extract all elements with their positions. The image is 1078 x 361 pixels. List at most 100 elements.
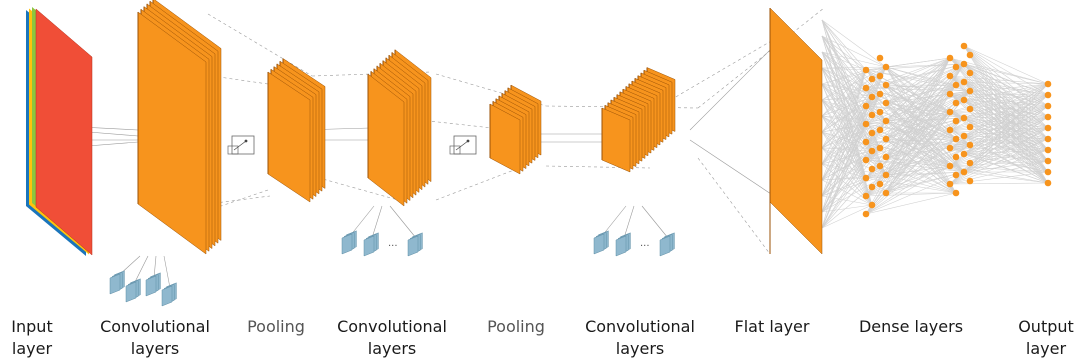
dense-output-line xyxy=(949,127,1049,149)
dense-dense-line xyxy=(885,66,951,113)
dense-output-line xyxy=(949,83,1049,113)
flat-dense-line xyxy=(821,147,867,179)
output-neuron xyxy=(1044,135,1052,143)
dense-output-line xyxy=(949,147,1049,162)
dense-dense-line xyxy=(885,84,965,173)
kernel-ellipsis: ... xyxy=(640,238,650,249)
pool2-conv3-line xyxy=(545,165,651,169)
dense-dense-line xyxy=(865,177,957,194)
flat-dense-line xyxy=(821,67,887,122)
dense-output-line xyxy=(949,149,1049,167)
dense-output-line xyxy=(949,75,1049,129)
dense-dense-line xyxy=(865,57,951,215)
dense-neuron xyxy=(876,108,884,116)
flat-dense-line xyxy=(821,83,887,176)
dense-output-line xyxy=(949,75,1049,184)
dense-output-line xyxy=(963,116,1049,155)
kernel-link-line xyxy=(133,255,149,285)
pool-block-1 xyxy=(267,58,326,203)
dense-dense-line xyxy=(865,87,957,194)
dense-neuron xyxy=(960,168,968,176)
flat-dense-line xyxy=(821,51,887,68)
kernel-ellipsis: ... xyxy=(388,238,398,249)
dense-output-line xyxy=(949,93,1049,184)
flat-dense-line xyxy=(821,51,881,95)
flat-dense-line xyxy=(821,131,873,152)
flat-dense-line xyxy=(821,115,887,176)
flat-dense-line xyxy=(821,66,887,149)
dense-dense-line xyxy=(885,144,971,176)
dense-output-line xyxy=(963,99,1049,162)
dense-dense-line xyxy=(865,105,951,167)
dense-dense-line xyxy=(865,117,965,215)
flat-dense-line xyxy=(821,96,873,117)
dense-dense-line xyxy=(865,138,957,161)
dense-output-line xyxy=(949,75,1049,162)
dense-output-line xyxy=(949,93,1049,107)
label-dense-layers: Dense layers xyxy=(858,317,964,336)
dense-neuron xyxy=(952,117,960,125)
dense-output-line xyxy=(963,81,1049,162)
dense-dense-line xyxy=(865,69,957,140)
input-layer-block xyxy=(26,7,93,256)
kernel-link-line xyxy=(349,205,375,237)
dense-neuron xyxy=(946,90,954,98)
kernel-slice xyxy=(341,233,353,255)
dense-output-line xyxy=(949,94,1049,149)
flat-dense-line xyxy=(821,115,887,122)
dense-output-line xyxy=(963,63,1049,85)
dense-output-line xyxy=(963,81,1049,151)
dense-output-line xyxy=(949,93,1049,173)
dense-dense-line xyxy=(885,63,965,104)
dense-neuron xyxy=(966,69,974,77)
dense-output-line xyxy=(963,116,1049,119)
flat-dense-line xyxy=(821,83,873,206)
flat-dense-line xyxy=(821,35,887,122)
dense-output-line xyxy=(963,117,1049,151)
dense-dense-line xyxy=(885,111,951,158)
flat-dense-line xyxy=(821,150,873,181)
dense-output-line xyxy=(963,81,1049,129)
dense-neuron xyxy=(946,54,954,62)
flat-dense-line xyxy=(821,96,873,133)
flat-dense-line xyxy=(821,35,867,71)
dense-output-line xyxy=(963,127,1049,137)
flat-dense-line xyxy=(821,69,867,181)
dense-dense-line xyxy=(885,66,957,194)
dense-dense-line xyxy=(865,111,951,215)
dense-dense-line xyxy=(865,165,951,197)
dense-output-line xyxy=(949,75,1049,151)
flat-dense-line xyxy=(821,19,867,71)
dense-output-line xyxy=(963,45,1049,173)
dense-output-line xyxy=(949,127,1049,185)
pool-window-arrow xyxy=(455,140,469,151)
dense-dense-line xyxy=(885,156,957,194)
flat-dense-line xyxy=(821,69,867,101)
dense-dense-line xyxy=(865,57,951,179)
dense-output-line xyxy=(949,75,1049,140)
dense-dense-line xyxy=(865,144,971,179)
dense-dense-line xyxy=(865,90,971,179)
dense-neuron xyxy=(966,177,974,185)
flat-dense-line xyxy=(821,51,867,179)
flat-dense-line xyxy=(821,99,887,122)
dense-neuron xyxy=(966,123,974,131)
dense-dense-line xyxy=(865,57,951,89)
dense-output-line xyxy=(963,94,1049,155)
flat-dense-line xyxy=(821,120,887,197)
dense-output-line xyxy=(949,105,1049,149)
flat-dense-line xyxy=(821,35,881,95)
flat-dense-line xyxy=(821,66,887,213)
dense-dense-line xyxy=(865,123,957,194)
flat-dense-line xyxy=(821,66,887,197)
dense-output-line xyxy=(949,111,1049,118)
label-pooling-1: Pooling xyxy=(247,317,305,336)
dense-neuron xyxy=(966,87,974,95)
dense-output-line xyxy=(963,45,1049,96)
dense-output-line xyxy=(963,135,1049,184)
flat-dense-line xyxy=(821,96,873,197)
dense-output-line xyxy=(963,63,1049,140)
kernel-link-line xyxy=(163,255,171,289)
flat-dense-line xyxy=(821,147,873,152)
